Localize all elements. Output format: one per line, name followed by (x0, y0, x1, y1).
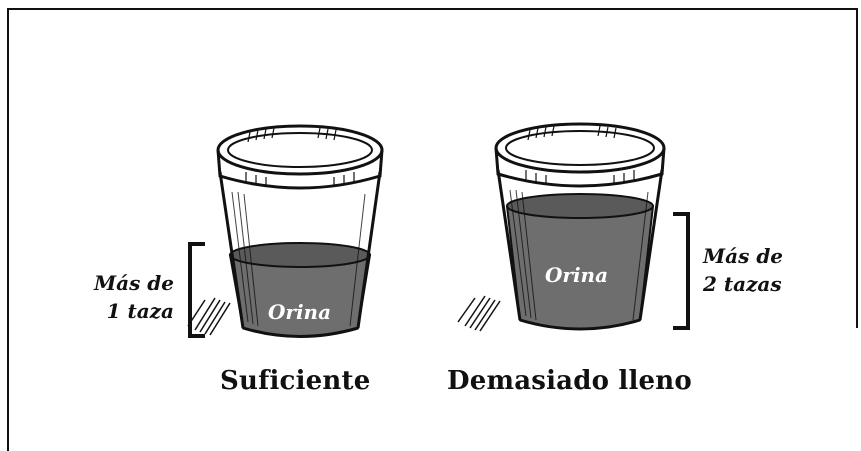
cup-sufficient (187, 124, 384, 338)
bracket-left (188, 242, 205, 338)
measure-line: 2 tazas (703, 272, 782, 296)
cup-too-full (457, 122, 690, 332)
measure-line: Más de (93, 271, 174, 295)
shadow-hatch-right (457, 295, 501, 332)
frame-right-border (856, 8, 858, 328)
liquid-label-right: Orina (545, 263, 609, 287)
caption-too-full: Demasiado lleno (447, 366, 692, 396)
liquid-label-left: Orina (268, 300, 332, 324)
measure-line: 1 taza (106, 299, 174, 323)
measure-label-left: Más de 1 taza (82, 269, 174, 325)
frame-top-border (7, 8, 858, 10)
frame-left-border (7, 8, 9, 451)
measure-label-right: Más de 2 tazas (703, 242, 783, 298)
measure-line: Más de (703, 244, 784, 268)
caption-sufficient: Suficiente (220, 366, 371, 396)
bracket-right (673, 212, 690, 330)
shadow-hatch-left (187, 297, 231, 336)
